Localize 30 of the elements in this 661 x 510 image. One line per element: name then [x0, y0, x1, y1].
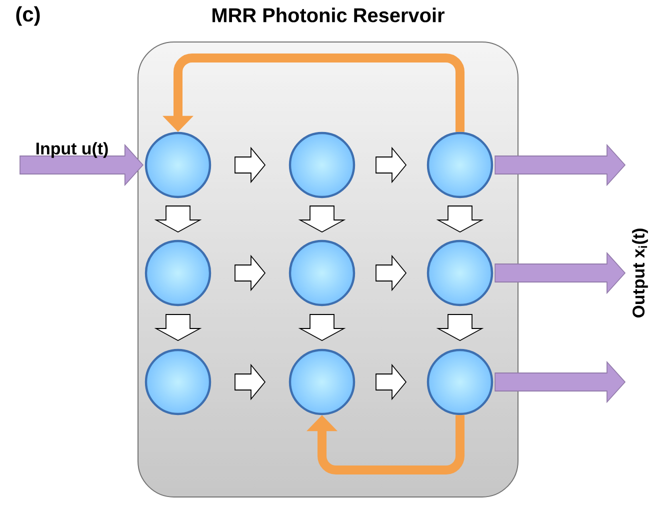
hollow-arrow: [376, 146, 407, 184]
hollow-arrow: [234, 364, 266, 400]
output-arrow: [494, 252, 626, 294]
hollow-arrow: [154, 314, 202, 341]
hollow-arrow: [234, 254, 266, 292]
ring-circle: [144, 132, 212, 198]
ring-circle: [426, 240, 494, 306]
ring-circle: [426, 348, 494, 416]
ring-circle: [144, 240, 212, 306]
ring-circle: [144, 348, 212, 416]
output-label: Output x$_{i}$(t): [632, 228, 648, 318]
panel-label: (c): [16, 6, 40, 26]
hollow-arrow: [376, 364, 407, 400]
output-arrow: [494, 144, 626, 186]
ring-circle: [288, 132, 356, 198]
hollow-arrow: [298, 314, 346, 341]
feedback-arrow: [306, 415, 464, 474]
input-label: Input u(t): [36, 142, 108, 158]
hollow-arrow: [436, 206, 484, 232]
ring-circle: [426, 132, 494, 198]
diagram-title: MRR Photonic Reservoir: [212, 8, 444, 22]
hollow-arrow: [436, 314, 484, 341]
hollow-arrow: [234, 146, 266, 184]
ring-circle: [288, 240, 356, 306]
output-arrow: [494, 360, 626, 404]
input-arrow: [20, 144, 144, 186]
hollow-arrow: [376, 254, 407, 292]
hollow-arrow: [298, 206, 346, 232]
hollow-arrow: [154, 206, 202, 232]
ring-circle: [288, 348, 356, 416]
